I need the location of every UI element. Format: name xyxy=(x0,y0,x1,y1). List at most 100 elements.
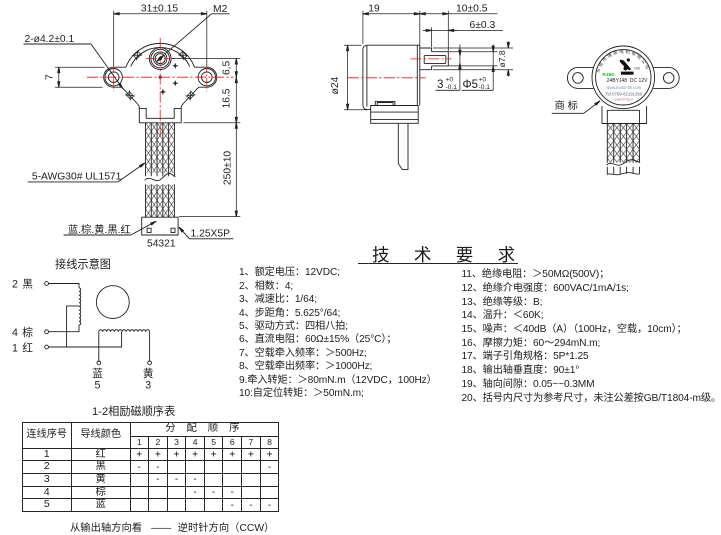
tech-req-item: 5、驱动方式：四相八拍; xyxy=(239,321,348,332)
label-website: www.motor-bk.com xyxy=(606,85,641,90)
wire-colors-leader xyxy=(131,221,156,235)
terminal-dot xyxy=(45,345,49,349)
rotation-note-right: 逆时针方向（CCW） xyxy=(177,522,275,534)
lv-left-ear xyxy=(567,67,593,88)
thread-leader xyxy=(165,14,212,54)
ext-lines-19-10 xyxy=(363,11,448,51)
row-num: 2 xyxy=(21,460,72,475)
dim-text-shaft-length: 10±0.5 xyxy=(456,3,488,14)
side-centerlines xyxy=(348,59,452,78)
rotation-note-left: 从输出轴方向看 xyxy=(70,522,143,534)
wire-red xyxy=(49,332,122,347)
wire-spec-leader xyxy=(118,163,145,182)
row-color: 黄 xyxy=(71,473,131,487)
lv-right-ear xyxy=(653,67,679,88)
lv-body-circle xyxy=(592,46,655,109)
col1-header: 连线序号 xyxy=(21,422,72,449)
crimp-tab xyxy=(185,90,195,100)
dim-text-ear-height: 7 xyxy=(45,74,56,80)
brand-logo-dot xyxy=(626,58,630,62)
terminal-dot xyxy=(45,282,49,286)
label-footer: www.br-dj.cn xyxy=(615,97,633,101)
coil-horizontal xyxy=(99,330,150,332)
step-cell: - xyxy=(185,485,205,500)
connector-slot-left xyxy=(147,228,151,232)
tech-req-item: 6、直流电阻：60Ω±15%（25°C）； xyxy=(239,334,397,346)
step-cell xyxy=(241,485,261,500)
left-ear xyxy=(104,67,126,87)
step-cell xyxy=(129,498,150,513)
logo-caption: 100 xyxy=(634,66,640,70)
step-cell xyxy=(129,485,150,500)
row-num: 5 xyxy=(21,498,72,513)
connector-spec: 1.25X5P xyxy=(191,229,231,240)
connector-slot-right xyxy=(171,228,175,232)
label-view: 商 标 东莞市博荣电机有限公司 100 R18D 24BYJ48 DC 12V … xyxy=(552,46,680,175)
step-cell xyxy=(259,473,280,487)
step-cell: - xyxy=(259,498,280,513)
dim-text-body-lower: 16.5 xyxy=(222,88,233,108)
step-header: 4 xyxy=(185,435,205,449)
step-cell: - xyxy=(203,485,224,500)
step-cell: + xyxy=(185,447,205,462)
center-tap-vertical xyxy=(67,306,79,347)
step-cell xyxy=(148,485,168,500)
row-color: 黑 xyxy=(71,460,131,475)
connector-spec-leader xyxy=(179,227,190,239)
tech-req-item: 12、绝缘介电强度：600VAC/1mA/1s; xyxy=(461,282,629,294)
span-header: 分 配 顺 序 xyxy=(129,422,280,437)
step-cell xyxy=(166,485,187,500)
brand-logo-bar xyxy=(620,71,634,75)
lv-bundle-end xyxy=(607,173,640,175)
step-cell: - xyxy=(148,460,168,475)
ext-lines-shaft-dia xyxy=(448,52,497,66)
step-cell: - xyxy=(241,498,261,513)
step-cell: - xyxy=(259,460,280,475)
wire-spec-label: 5-AWG30# UL1571 xyxy=(32,171,122,182)
dim-text-body-length: 19 xyxy=(368,3,380,14)
lv-bundle-hatch xyxy=(607,123,640,163)
side-tab-inner xyxy=(377,103,393,106)
brand-code: R18D xyxy=(602,72,615,78)
step-cell: + xyxy=(241,447,261,462)
tech-req-item: 17、端子引角规格：5P*1.25 xyxy=(461,351,589,363)
terminal-num-yellow: 3 xyxy=(145,380,151,392)
pin-numbers: 54321 xyxy=(147,239,176,250)
lead-bundle-hatch-bottom xyxy=(145,184,175,218)
lv-bundle-break xyxy=(607,160,641,166)
dim-text-lead-length: 250±10 xyxy=(223,151,234,186)
label-telephone: Tel:0769-82191390 xyxy=(605,92,642,97)
row-color: 红 xyxy=(71,447,131,462)
row-color: 棕 xyxy=(71,485,131,500)
step-header: 7 xyxy=(241,435,261,449)
step-cell: - xyxy=(222,498,243,513)
step-cell: - xyxy=(148,473,168,487)
step-cell xyxy=(166,498,187,513)
wire-colors-label: 蓝.棕.黄.黑.红 xyxy=(68,223,131,236)
tech-req-item: 3、减速比：1/64; xyxy=(239,294,317,306)
step-cell: + xyxy=(203,447,224,462)
row-num: 3 xyxy=(21,473,72,487)
step-cell: + xyxy=(148,447,168,462)
side-flange xyxy=(371,106,419,124)
step-cell: - xyxy=(129,460,150,475)
wiring-title: 接线示意图 xyxy=(55,257,111,271)
terminal-num-blue: 5 xyxy=(95,380,101,392)
tech-req-item: 13、绝缘等级：B; xyxy=(461,296,543,308)
step-cell xyxy=(166,460,187,475)
tech-req-item: 16、摩擦力矩：60～294mN.m; xyxy=(461,337,601,349)
col2-header: 导线颜色 xyxy=(71,422,131,449)
front-centerlines xyxy=(87,38,234,137)
wire-black xyxy=(49,284,80,288)
step-cell: - xyxy=(185,473,205,487)
trademark-callout: 商 标 xyxy=(555,99,578,112)
tech-req-item: 15、噪声：＜40dB（A）（100Hz，空载，10cm）； xyxy=(461,324,687,335)
brand-logo-bird xyxy=(619,59,631,71)
